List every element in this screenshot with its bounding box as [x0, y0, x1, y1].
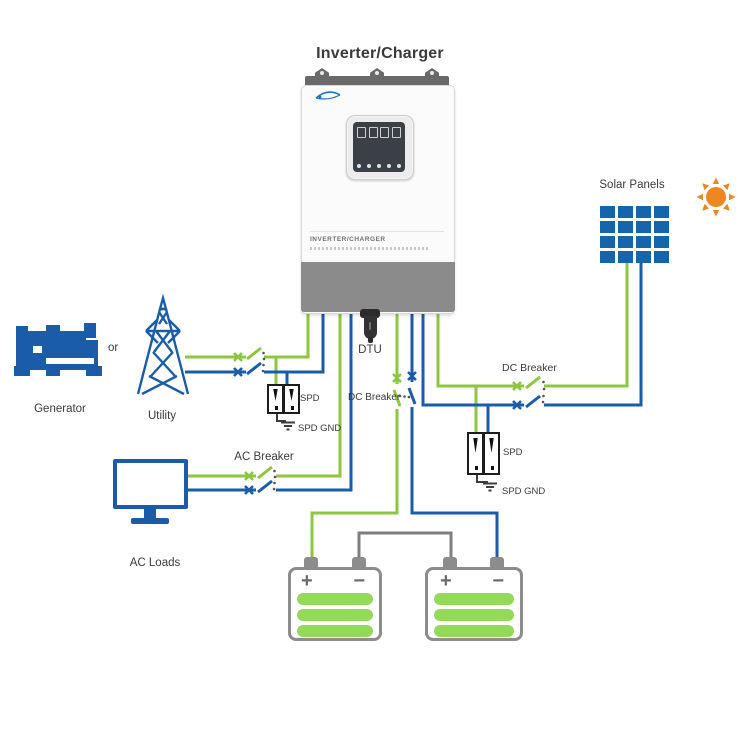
battery-terminal-positive [304, 557, 318, 570]
monitor-neck [144, 508, 156, 518]
wire-ac-out-neutral [188, 312, 353, 494]
display-icon [368, 127, 378, 138]
mount-hole [375, 71, 379, 75]
dtu-tip [368, 338, 373, 343]
dtu-label: DTU [358, 344, 382, 356]
utility-breaker-link-dots [261, 351, 266, 373]
ac-breaker-label: AC Breaker [234, 451, 294, 463]
display-icon [357, 127, 366, 138]
diagram-title: Inverter/Charger [316, 45, 444, 62]
battery-cell-bar [297, 625, 373, 637]
utility-breaker-x-icon [233, 352, 243, 377]
ac-breaker-x-icon [244, 471, 254, 495]
dc-breaker-battery-label: DC Breaker [348, 392, 401, 403]
battery-minus-sign: − [492, 570, 504, 592]
dc-breaker-solar-label: DC Breaker [502, 362, 557, 374]
utility-tower-icon [136, 293, 190, 396]
ac-loads-label: AC Loads [129, 557, 181, 569]
battery-plus-sign: + [440, 570, 452, 592]
solar-panels-label: Solar Panels [599, 179, 665, 191]
spd-arrow-dot [474, 466, 478, 470]
battery-terminal-positive [443, 557, 457, 570]
mount-hole [430, 71, 434, 75]
mount-hole [320, 71, 324, 75]
battery-cell-bar [434, 609, 514, 621]
solar-breaker-link-dots [541, 380, 546, 404]
sun-icon [696, 177, 736, 217]
spd-solar-device [467, 432, 500, 475]
wire-ac-in-live [185, 312, 310, 384]
battery-cell-bar [434, 593, 514, 605]
wire-pv-negative [421, 262, 643, 432]
monitor-screen [113, 459, 188, 509]
wire-battery-positive [310, 312, 402, 558]
display-icon [391, 127, 401, 138]
brand-logo-icon [315, 91, 341, 100]
inverter-panel-text: INVERTER/CHARGER [310, 236, 386, 243]
spd-arrow-icon [473, 438, 478, 453]
spd-solar-ground-icon [476, 475, 497, 492]
display-buttons [357, 164, 401, 168]
monitor-base [131, 518, 169, 524]
display-panel [346, 115, 414, 180]
inverter-terminal-cover [301, 262, 455, 312]
battery-case: + − [288, 567, 382, 641]
spd-arrow-icon [289, 389, 294, 401]
spd-arrow-icon [489, 438, 494, 453]
battery-1: + − [288, 557, 382, 641]
solar-panel-icon [600, 206, 669, 263]
spd-solar-label: SPD [503, 447, 523, 458]
spd-arrow-icon [273, 389, 278, 401]
spd-utility-label: SPD [300, 393, 320, 404]
wire-battery-series-link [357, 531, 453, 558]
display-icon [380, 127, 390, 138]
spd-cell [484, 432, 500, 475]
battery-cell-bar [297, 609, 373, 621]
display-button-dot [387, 164, 391, 168]
wire-pv-positive [436, 262, 629, 432]
battery-cell-bar [297, 593, 373, 605]
inverter-fine-print [310, 247, 428, 250]
spd-gnd-solar-label: SPD GND [502, 486, 546, 497]
solar-breaker-x-icon [512, 381, 522, 410]
generator-label: Generator [34, 403, 86, 415]
spd-arrow-dot [290, 406, 294, 410]
wire-ac-out-live [188, 312, 342, 480]
display-status-icons [357, 127, 401, 138]
battery-case: + − [425, 567, 523, 641]
battery-breaker-x-icon [392, 371, 417, 383]
battery-minus-sign: − [353, 570, 365, 592]
battery-2: + − [425, 557, 523, 641]
spd-utility-device [267, 384, 300, 414]
display-button-dot [357, 164, 361, 168]
inverter-divider [310, 231, 444, 232]
display-button-dot [397, 164, 401, 168]
battery-terminal-negative [352, 557, 366, 570]
display-button-dot [377, 164, 381, 168]
battery-plus-sign: + [301, 570, 313, 592]
display-button-dot [367, 164, 371, 168]
spd-cell [267, 384, 284, 414]
utility-label: Utility [147, 410, 177, 422]
spd-gnd-utility-label: SPD GND [298, 423, 342, 434]
or-label: or [108, 342, 119, 354]
battery-breaker-link-dots [398, 394, 411, 399]
dtu-cap [360, 309, 380, 318]
ac-breaker-link-dots [272, 469, 277, 491]
spd-cell [467, 432, 484, 475]
spd-cell [284, 384, 300, 414]
spd-utility-ground-icon [276, 414, 295, 431]
battery-terminal-negative [490, 557, 504, 570]
display-screen [353, 122, 405, 172]
generator-icon [14, 323, 102, 376]
dtu-highlight [369, 322, 371, 330]
spd-arrow-dot [274, 406, 278, 410]
spd-arrow-dot [490, 466, 494, 470]
wire-ac-in-neutral [185, 312, 325, 384]
battery-cell-bar [434, 625, 514, 637]
wire-battery-negative [407, 312, 499, 558]
